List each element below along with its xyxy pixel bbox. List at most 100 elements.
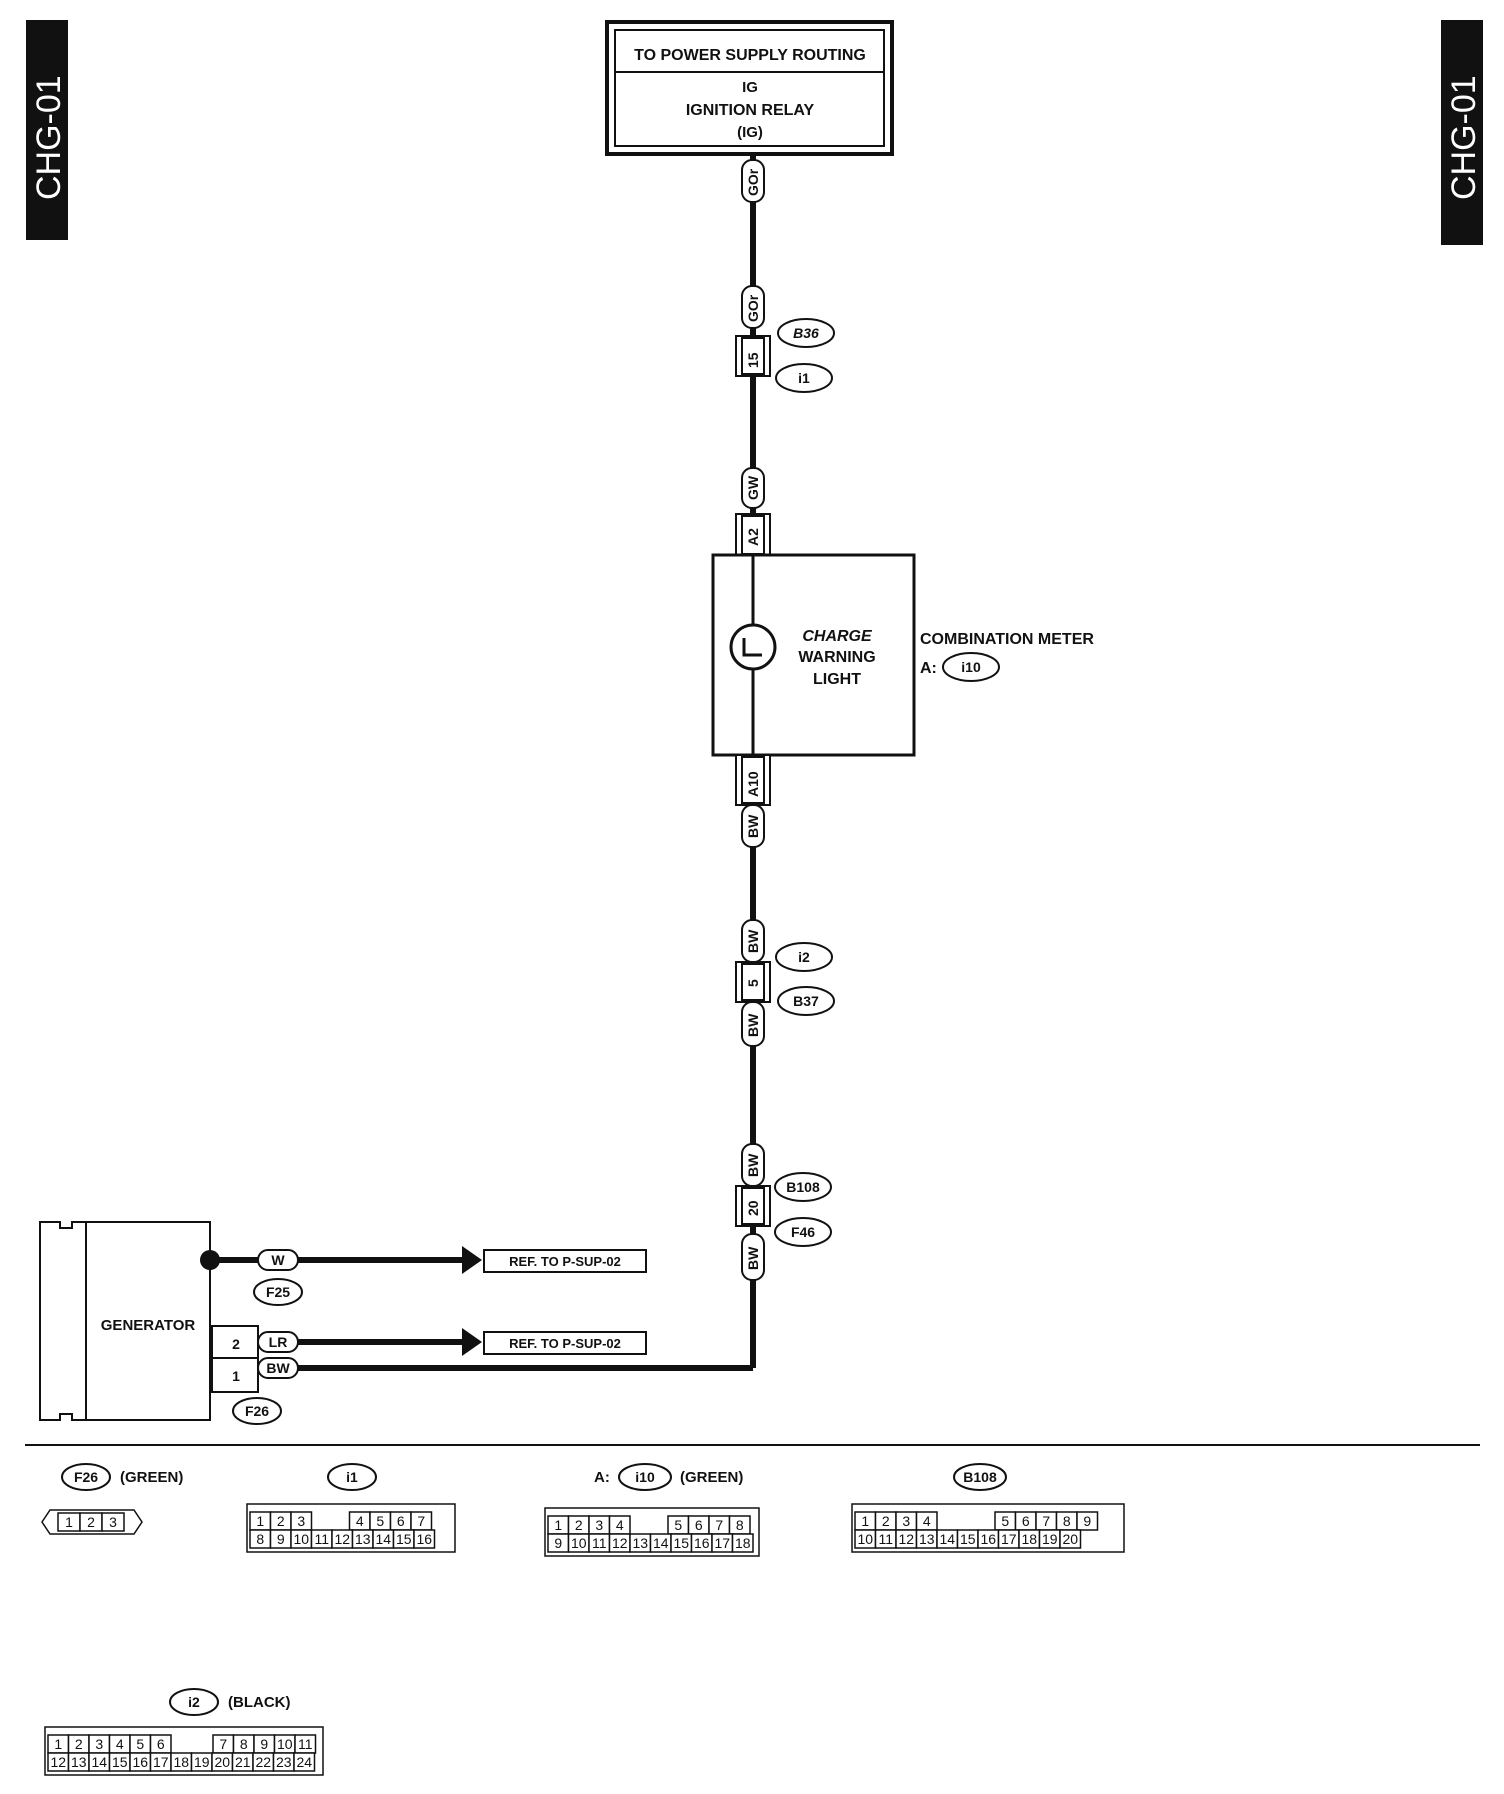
svg-text:5: 5 — [674, 1517, 682, 1533]
svg-text:3: 3 — [109, 1514, 117, 1530]
svg-text:10: 10 — [571, 1535, 587, 1551]
svg-text:16: 16 — [416, 1531, 432, 1547]
i10-pin-14: 14 — [649, 1533, 672, 1553]
svg-text:9: 9 — [260, 1736, 268, 1752]
i1-pin-14: 14 — [372, 1529, 395, 1549]
svg-text:1: 1 — [54, 1736, 62, 1752]
svg-text:12: 12 — [334, 1531, 350, 1547]
connector-i2-tag: i2 — [775, 942, 833, 972]
combination-meter-label: COMBINATION METER — [920, 631, 1094, 648]
svg-text:9: 9 — [277, 1531, 285, 1547]
i10-pin-16: 16 — [690, 1533, 713, 1553]
i1-pin-13: 13 — [351, 1529, 374, 1549]
i10-pin-6: 6 — [687, 1515, 710, 1535]
svg-text:3: 3 — [902, 1513, 910, 1529]
svg-text:4: 4 — [356, 1513, 364, 1529]
i2-pin-14: 14 — [88, 1752, 111, 1772]
b108-pin-19: 19 — [1038, 1529, 1061, 1549]
svg-text:7: 7 — [715, 1517, 723, 1533]
power-supply-ig-paren: (IG) — [737, 124, 763, 141]
i10-pin-7: 7 — [708, 1515, 731, 1535]
svg-text:GOr: GOr — [745, 294, 761, 322]
connector-view-b108-header: B108 — [953, 1463, 1007, 1491]
warning-lamp-filament-icon — [742, 638, 762, 657]
svg-text:4: 4 — [116, 1736, 124, 1752]
i10-pin-13: 13 — [629, 1533, 652, 1553]
combination-meter-prefix: A: — [920, 660, 937, 677]
svg-text:15: 15 — [960, 1531, 976, 1547]
b108-pin-18: 18 — [1018, 1529, 1041, 1549]
b108-pin-8: 8 — [1055, 1511, 1078, 1531]
svg-text:8: 8 — [736, 1517, 744, 1533]
connector-f46-tag: F46 — [774, 1217, 832, 1247]
svg-text:7: 7 — [417, 1513, 425, 1529]
svg-text:13: 13 — [919, 1531, 935, 1547]
i1-pin-9: 9 — [269, 1529, 292, 1549]
svg-text:6: 6 — [157, 1736, 165, 1752]
svg-text:GOr: GOr — [745, 168, 761, 196]
b108-pin-1: 1 — [854, 1511, 877, 1531]
connector-b36-i1-pin: 15 — [735, 335, 771, 377]
svg-text:i1: i1 — [346, 1469, 358, 1485]
i2-pin-24: 24 — [293, 1752, 316, 1772]
svg-text:21: 21 — [235, 1754, 251, 1770]
svg-text:5: 5 — [745, 979, 761, 987]
svg-text:i1: i1 — [798, 370, 810, 386]
i1-pin-16: 16 — [413, 1529, 436, 1549]
svg-text:6: 6 — [1022, 1513, 1030, 1529]
svg-text:2: 2 — [277, 1513, 285, 1529]
ref-box-1: REF. TO P-SUP-02 — [483, 1249, 647, 1273]
connector-i2-b37-pin: 5 — [735, 961, 771, 1003]
wire-label-bw-2: BW — [741, 919, 765, 963]
charge-warning-line2: WARNING — [798, 649, 875, 666]
i1-pin-3: 3 — [290, 1511, 313, 1531]
svg-text:24: 24 — [296, 1754, 312, 1770]
svg-text:22: 22 — [255, 1754, 271, 1770]
warning-lamp-icon — [729, 623, 777, 671]
svg-text:15: 15 — [112, 1754, 128, 1770]
page-tab-right: CHG-01 — [1441, 20, 1483, 245]
svg-text:16: 16 — [694, 1535, 710, 1551]
svg-text:14: 14 — [375, 1531, 391, 1547]
page-tab-left: CHG-01 — [26, 20, 68, 240]
i1-pin-2: 2 — [269, 1511, 292, 1531]
svg-text:14: 14 — [653, 1535, 669, 1551]
svg-text:11: 11 — [878, 1531, 893, 1547]
b108-pin-16: 16 — [977, 1529, 1000, 1549]
svg-text:12: 12 — [898, 1531, 914, 1547]
svg-text:2: 2 — [75, 1736, 83, 1752]
svg-text:18: 18 — [735, 1535, 751, 1551]
svg-text:1: 1 — [554, 1517, 562, 1533]
connector-f25-tag: F25 — [253, 1278, 303, 1306]
svg-text:BW: BW — [745, 929, 761, 953]
b108-pin-9: 9 — [1076, 1511, 1099, 1531]
i2-pin-1: 1 — [47, 1734, 70, 1754]
i10-pin-12: 12 — [608, 1533, 631, 1553]
b108-pin-4: 4 — [915, 1511, 938, 1531]
wire-label-lr: LR — [257, 1331, 299, 1353]
svg-text:15: 15 — [396, 1531, 412, 1547]
i1-pin-10: 10 — [290, 1529, 313, 1549]
svg-text:1: 1 — [65, 1514, 73, 1530]
i10-pin-4: 4 — [608, 1515, 631, 1535]
svg-text:F26: F26 — [245, 1403, 269, 1419]
svg-text:i2: i2 — [188, 1694, 200, 1710]
i10-housing — [544, 1507, 760, 1557]
i1-pin-8: 8 — [249, 1529, 272, 1549]
pin-a2: A2 — [735, 513, 771, 557]
connector-view-i10-header: A: i10 (GREEN) — [594, 1463, 743, 1491]
svg-text:A10: A10 — [745, 771, 761, 797]
svg-text:19: 19 — [1042, 1531, 1058, 1547]
svg-text:9: 9 — [554, 1535, 562, 1551]
i1-pin-12: 12 — [331, 1529, 354, 1549]
svg-text:6: 6 — [397, 1513, 405, 1529]
f26-pin-3: 3 — [101, 1512, 125, 1532]
page-tab-right-label: CHG-01 — [1445, 75, 1483, 200]
i2-pin-6: 6 — [149, 1734, 172, 1754]
generator-connector-f26 — [211, 1325, 259, 1393]
svg-text:20: 20 — [214, 1754, 230, 1770]
svg-text:REF. TO P-SUP-02: REF. TO P-SUP-02 — [509, 1254, 621, 1269]
charge-warning-line1: CHARGE — [802, 628, 873, 645]
